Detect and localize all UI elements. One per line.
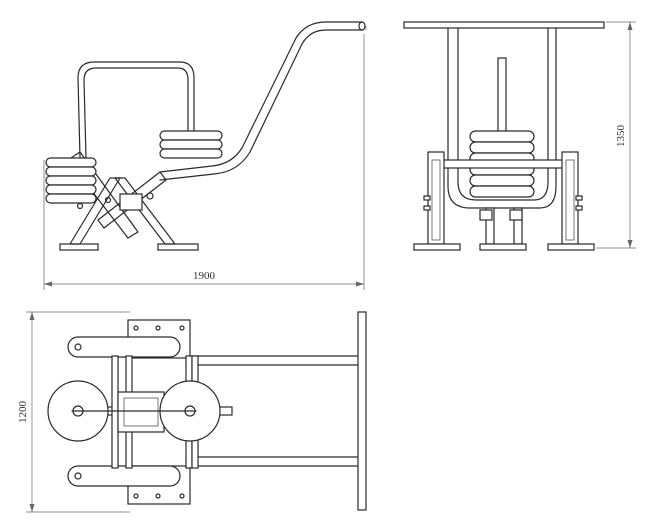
front-frame-outer bbox=[447, 27, 557, 209]
top-mechanism bbox=[117, 391, 165, 433]
front-frame-inner bbox=[457, 27, 549, 201]
side-seat-stack-right bbox=[159, 130, 223, 159]
depth-dimension-label: 1200 bbox=[17, 401, 29, 424]
side-bolt-a bbox=[104, 196, 112, 204]
side-seat-stack-left bbox=[45, 157, 97, 204]
side-base-plate-right bbox=[157, 243, 199, 251]
front-top-bar bbox=[403, 21, 605, 29]
front-base-right bbox=[547, 243, 595, 251]
side-leg-back bbox=[114, 177, 176, 245]
top-bar-upper bbox=[185, 355, 363, 366]
side-base-plate-left bbox=[59, 243, 99, 251]
top-bar-lower bbox=[185, 456, 363, 467]
side-handle-end bbox=[358, 21, 366, 31]
side-backrest-frame-inner bbox=[83, 67, 189, 159]
side-pivot-bolt bbox=[146, 192, 154, 200]
side-view: 1900 bbox=[43, 21, 367, 290]
side-cross-member-2 bbox=[97, 171, 167, 229]
dimension-height: 1350 bbox=[596, 21, 636, 249]
top-seat-upper bbox=[67, 336, 181, 358]
front-view: 1350 bbox=[403, 21, 636, 251]
top-handle-bar bbox=[357, 311, 367, 511]
front-cross-beam bbox=[431, 159, 573, 169]
side-bolt-b bbox=[76, 202, 84, 210]
dimension-width: 1900 bbox=[43, 34, 365, 290]
side-lever-arm-bottom bbox=[159, 29, 363, 181]
dimension-depth: 1200 bbox=[17, 311, 130, 513]
width-dimension-label: 1900 bbox=[193, 270, 216, 282]
top-seat-lower bbox=[67, 465, 181, 487]
side-pivot-bracket bbox=[119, 193, 143, 211]
side-lever-arm-top bbox=[159, 21, 363, 173]
top-view: 1200 bbox=[17, 311, 367, 513]
front-base-left bbox=[413, 243, 461, 251]
height-dimension-label: 1350 bbox=[615, 125, 627, 148]
front-base-center bbox=[479, 243, 527, 251]
top-rod-left bbox=[111, 355, 119, 469]
side-backrest-frame-outer bbox=[77, 61, 195, 159]
